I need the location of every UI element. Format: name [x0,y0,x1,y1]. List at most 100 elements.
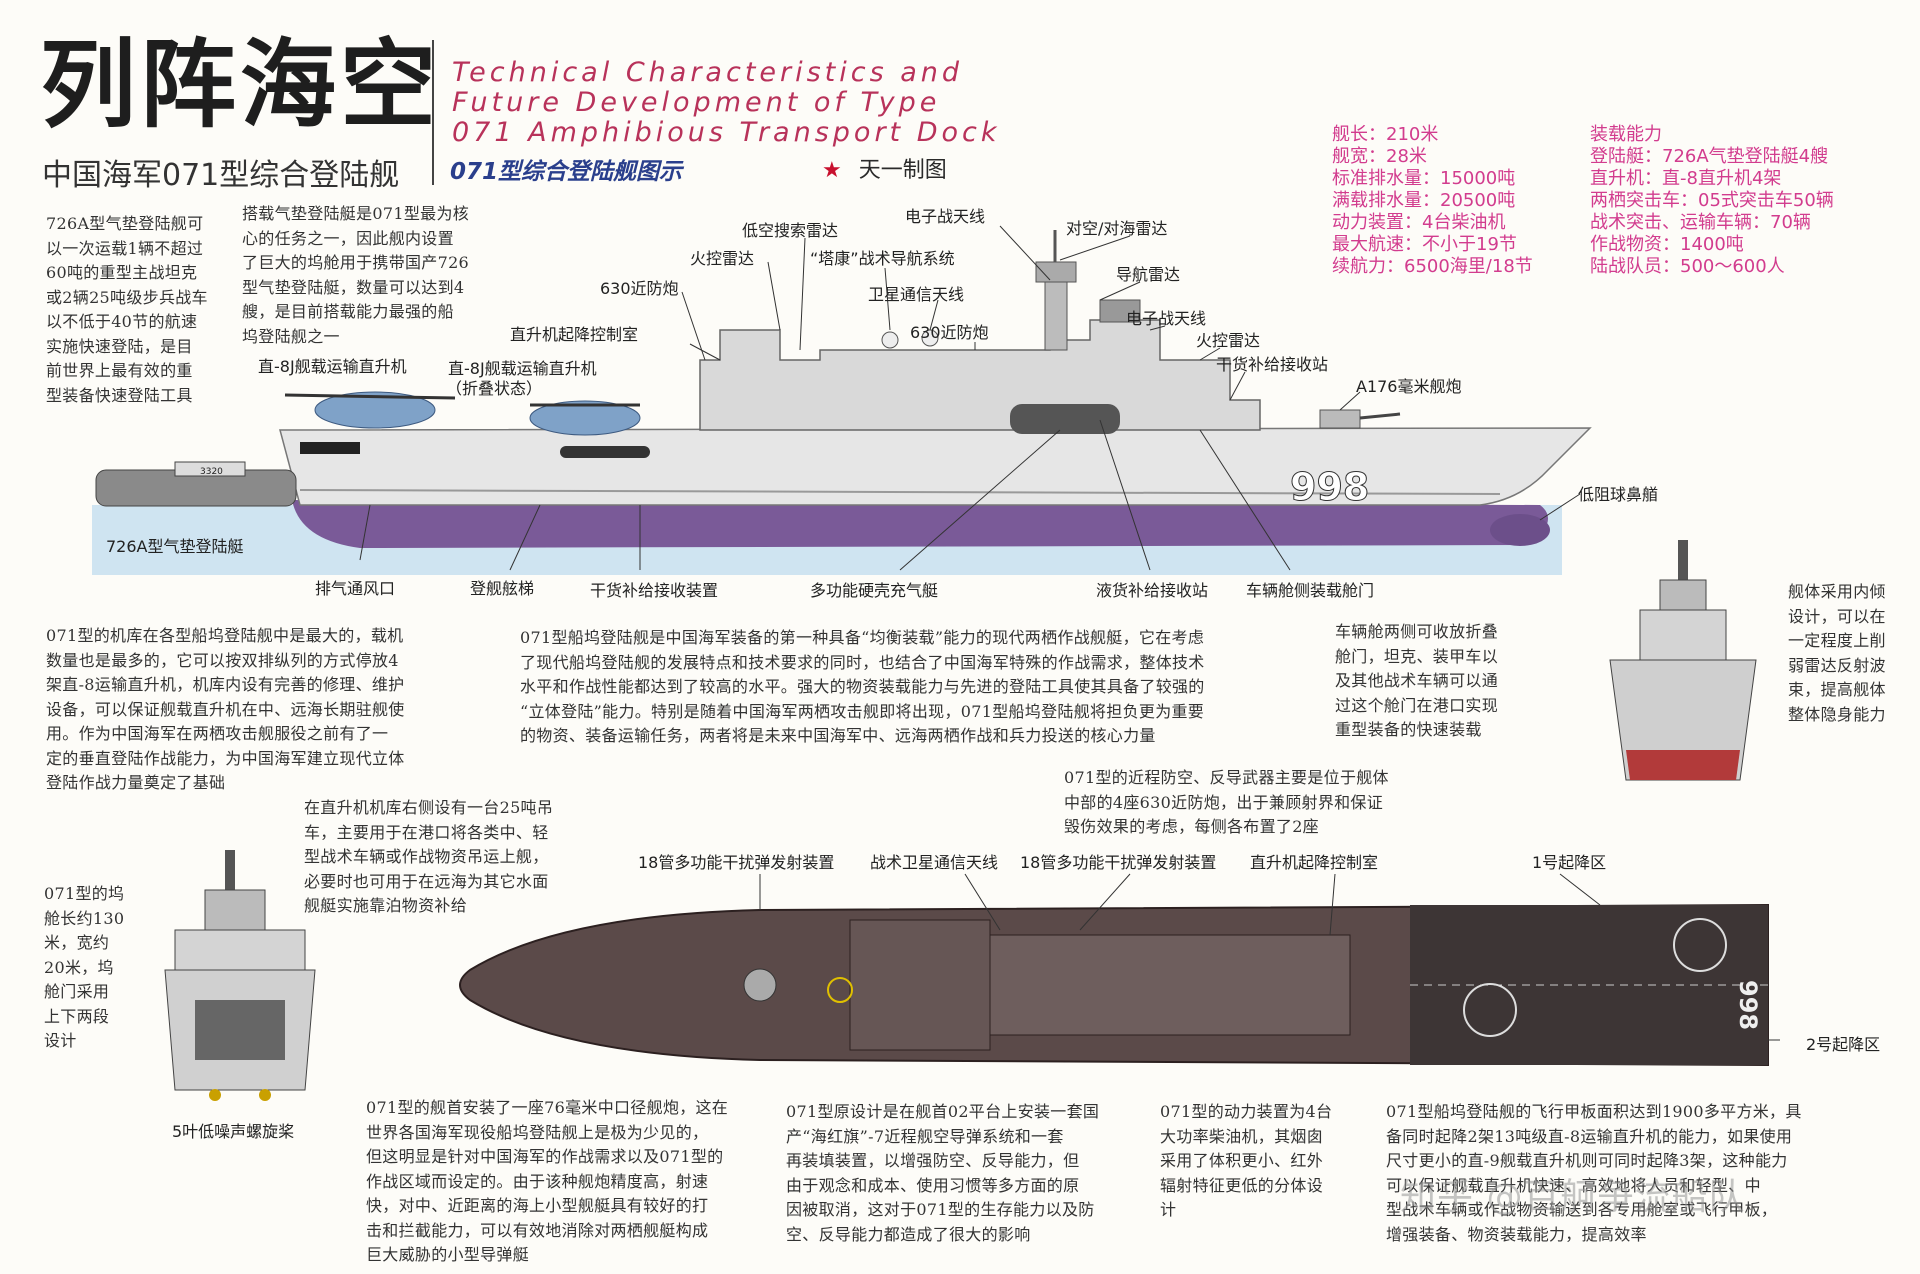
loading-item: 战术突击、运输车辆：70辆 [1590,212,1811,233]
text-stealth: 舰体采用内倾 设计，可以在 一定程度上削 弱雷达反射波 束，提高舰体 整体隐身能… [1788,582,1886,724]
label-propeller: 5叶低噪声螺旋桨 [172,1122,295,1141]
label-nav-radar: 导航雷达 [1116,265,1180,284]
english-title-line-1: Technical Characteristics and [452,57,964,88]
loading-item: 陆战队员：500～600人 [1590,256,1785,277]
spec-item: 满载排水量：20500吨 [1332,190,1516,211]
spec-item: 续航力：6500海里/18节 [1332,256,1533,277]
text-balanced: 071型船坞登陆舰是中国海军装备的第一种具备“均衡装载”能力的现代两栖作战舰艇，… [520,628,1205,745]
label-ladder: 登舰舷梯 [470,579,534,598]
hovercraft: 3320 [95,461,297,507]
label-vehicle-gate: 车辆舱侧装载舱门 [1246,581,1374,600]
landing-spot-1 [1673,918,1727,972]
loading-item: 装载能力 [1590,124,1662,145]
text-defense: 071型的近程防空、反导武器主要是位于舰体 中部的4座630近防炮，出于兼顾射界… [1064,768,1389,836]
credit: ★ 天一制图 [822,152,947,184]
title-divider [432,40,434,185]
label-hovercraft-gate: 多功能硬壳充气艇 [810,581,938,600]
top-leader-lines [759,873,1780,1041]
label-decoy-1: 18管多功能干扰弹发射装置 [638,853,834,872]
boat-bay [1010,404,1120,434]
text-lcac: 726A型气垫登陆舰可 以一次运载1辆不超过 60吨的重型主战坦克 或2辆25吨… [46,214,208,405]
diagram-title: 071型综合登陆舰图示 [450,159,683,185]
label-decoy-2: 18管多功能干扰弹发射装置 [1020,853,1216,872]
label-low-search-radar: 低空搜索雷达 [742,221,838,240]
label-heli-2-note: （折叠状态） [446,379,542,398]
label-gun: A176毫米舰炮 [1356,377,1462,396]
leader-lines [359,225,1581,571]
text-missile: 071型原设计是在舰首02平台上安装一套国 产“海红旗”-7近程舰空导弹系统和一… [786,1102,1100,1244]
label-heli-2: 直-8J舰载运输直升机 [448,359,597,378]
ship-side-view: 3320 998 低空搜索雷达 电子战天线 对空/对海雷达 火控雷达 “塔康”战… [92,207,1658,600]
mast [1044,279,1068,351]
watermark: 知乎 @百舸争流船队 [1400,1177,1746,1218]
label-lcac: 726A型气垫登陆艇 [106,537,244,556]
flight-deck [1410,905,1768,1065]
english-title-line-2: Future Development of Type [452,87,941,118]
spec-item: 舰长：210米 [1332,124,1439,145]
label-ew-antenna-2: 电子战天线 [1126,309,1206,328]
spec-item: 舰宽：28米 [1332,146,1427,167]
hull-boot-line [299,489,1501,495]
hull-number: 998 [1290,465,1369,509]
spec-item: 动力装置：4台柴油机 [1332,212,1506,233]
label-anti-air-radar: 对空/对海雷达 [1066,219,1167,238]
helicopter-1 [284,391,456,429]
funnel [1099,299,1141,323]
label-spot-2: 2号起降区 [1806,1035,1880,1054]
ship-bow-view [1609,540,1757,781]
mid-deck [849,919,991,1051]
label-satcom: 卫星通信天线 [868,285,964,304]
label-fire-control-2: 火控雷达 [1196,331,1260,350]
text-carry: 搭载气垫登陆艇是071型最为核 心的任务之一，因此舰内设置 了巨大的坞舱用于携带… [242,204,470,346]
helicopter-2 [529,400,641,436]
label-exhaust: 排气通风口 [315,579,395,598]
text-hangar: 071型的机库在各型船坞登陆舰中是最大的，载机 数量也是最多的，它可以按双排纵列… [46,626,405,792]
text-crane: 在直升机机库右侧设有一台25吨吊 车，主要用于在港口将各类中、轻 型战术车辆或作… [304,798,554,915]
label-ciws-1: 630近防炮 [600,279,679,298]
decoy-launcher-1 [827,977,853,1003]
english-title: Technical Characteristics and Future Dev… [452,58,1001,148]
star-icon: ★ [822,158,842,183]
label-dry-cargo-station: 干货补给接收站 [1216,355,1328,374]
hatch [560,446,650,458]
hovercraft-number: 3320 [200,467,223,477]
spec-item: 最大航速：不小于19节 [1332,234,1517,255]
label-tacan: “塔康”战术导航系统 [810,249,955,268]
subtitle: 中国海军071型综合登陆舰 [42,158,400,193]
english-title-line-3: 071 Amphibious Transport Dock [452,117,1001,148]
radome-1 [881,331,899,349]
deck-number: 998 [1734,980,1762,1030]
loading-item: 作战物资：1400吨 [1590,234,1744,255]
spec-item: 标准排水量：15000吨 [1332,168,1516,189]
bulbous-bow-shape [1490,514,1550,546]
label-fire-control-1: 火控雷达 [690,249,754,268]
loading-list: 装载能力 登陆艇：726A气垫登陆艇4艘 直升机：直-8直升机4架 两栖突击车：… [1590,124,1834,278]
credit-text: 天一制图 [858,158,947,183]
spec-list: 舰长：210米 舰宽：28米 标准排水量：15000吨 满载排水量：20500吨… [1332,124,1533,278]
label-top-heli-control: 直升机起降控制室 [1250,853,1378,872]
label-dry-cargo-device: 干货补给接收装置 [590,581,718,600]
text-gun: 071型的舰首安装了一座76毫米中口径舰炮，这在 世界各国海军现役船坞登陆舰上是… [366,1098,729,1264]
label-top-satcom: 战术卫星通信天线 [870,853,998,872]
label-bow: 低阻球鼻艏 [1578,485,1658,504]
hull-underwater [292,500,1548,548]
label-heli-1: 直-8J舰载运输直升机 [258,357,407,376]
text-power: 071型的动力装置为4台 大功率柴油机，其烟囱 采用了体积更小、红外 辐射特征更… [1160,1102,1333,1219]
loading-item: 两栖突击车：05式突击车50辆 [1590,190,1834,211]
ship-top-view: 998 18管多功能干扰弹发射装置 战术卫星通信天线 18管多功能干扰弹发射装置… [459,853,1880,1067]
loading-item: 直升机：直-8直升机4架 [1590,168,1782,189]
gun-barrel [1359,412,1401,420]
ship-stern-view [164,850,316,1101]
label-liquid-station: 液货补给接收站 [1096,581,1208,600]
label-ew-antenna-1: 电子战天线 [905,207,985,226]
bow-gun [1319,409,1361,429]
text-flight-deck: 071型船坞登陆舰的飞行甲板面积达到1900多平方米，具 备同时起降2架13吨级… [1386,1102,1802,1244]
label-ciws-2: 630近防炮 [910,323,989,342]
text-dock: 071型的坞 舱长约130 米，宽约 20米，坞 舱门采用 上下两段 设计 [44,884,125,1050]
bow-gun-top [743,968,777,1002]
main-title: 列阵海空 [40,28,440,141]
loading-item: 登陆艇：726A气垫登陆艇4艘 [1590,146,1829,167]
landing-spot-2 [1463,983,1517,1037]
superstructure-top [989,934,1351,1036]
label-heli-control: 直升机起降控制室 [510,325,638,344]
